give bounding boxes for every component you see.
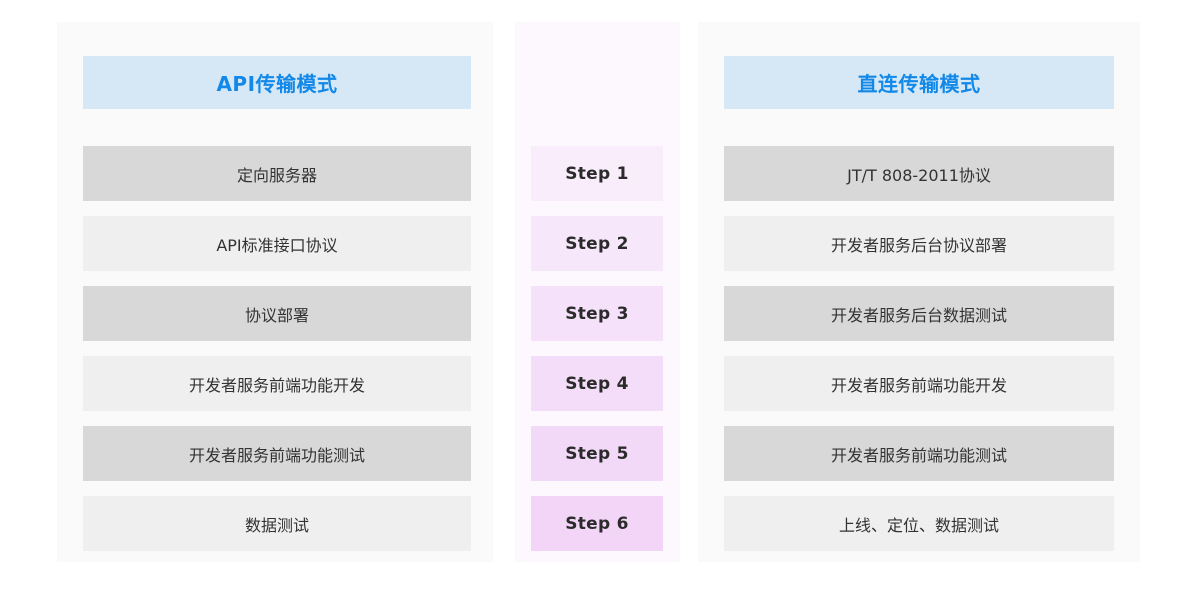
step-chip: Step 1: [531, 146, 663, 201]
direct-mode-row: JT/T 808-2011协议: [724, 146, 1114, 201]
api-mode-row: API标准接口协议: [83, 216, 471, 271]
step-chip: Step 4: [531, 356, 663, 411]
api-mode-row: 开发者服务前端功能测试: [83, 426, 471, 481]
api-mode-row: 开发者服务前端功能开发: [83, 356, 471, 411]
direct-mode-row: 开发者服务前端功能测试: [724, 426, 1114, 481]
step-chip: Step 6: [531, 496, 663, 551]
api-mode-column: API传输模式 定向服务器 API标准接口协议协议部署开发者服务前端功能开发开发者…: [57, 22, 493, 562]
step-chip: Step 5: [531, 426, 663, 481]
direct-mode-row: 上线、定位、数据测试: [724, 496, 1114, 551]
direct-mode-row-list: JT/T 808-2011协议开发者服务后台协议部署开发者服务后台数据测试开发者…: [724, 146, 1114, 566]
direct-mode-row: 开发者服务前端功能开发: [724, 356, 1114, 411]
api-mode-row: 定向服务器: [83, 146, 471, 201]
api-mode-row: 协议部署: [83, 286, 471, 341]
api-mode-row: 数据测试: [83, 496, 471, 551]
direct-mode-row: 开发者服务后台协议部署: [724, 216, 1114, 271]
step-list: Step 1 Step 2 Step 3 Step 4 Step 5 Step 6: [531, 146, 663, 566]
api-mode-header: API传输模式: [83, 56, 471, 109]
step-chip: Step 3: [531, 286, 663, 341]
api-mode-row-list: 定向服务器 API标准接口协议协议部署开发者服务前端功能开发开发者服务前端功能测试…: [83, 146, 471, 566]
direct-mode-header: 直连传输模式: [724, 56, 1114, 109]
direct-mode-column: 直连传输模式 JT/T 808-2011协议开发者服务后台协议部署开发者服务后台…: [698, 22, 1140, 562]
direct-mode-row: 开发者服务后台数据测试: [724, 286, 1114, 341]
step-chip: Step 2: [531, 216, 663, 271]
step-column: Step 1 Step 2 Step 3 Step 4 Step 5 Step 6: [515, 22, 680, 562]
